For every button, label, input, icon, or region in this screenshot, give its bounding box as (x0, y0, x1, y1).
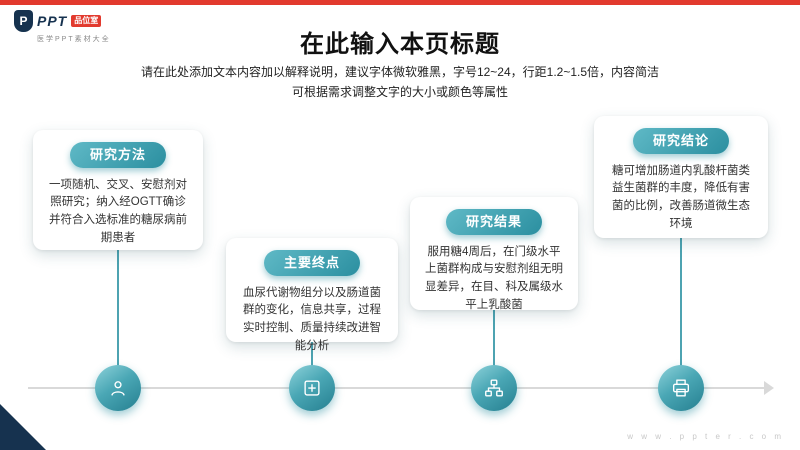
timeline-card-results: 研究结果 服用糖4周后，在门级水平上菌群构成与安慰剂组无明显差异，在目、科及属级… (410, 197, 578, 311)
timeline-card-conclusion: 研究结论 糖可增加肠道内乳酸杆菌类益生菌群的丰度，降低有害菌的比例，改善肠道微生… (594, 116, 768, 238)
corner-decoration (0, 404, 46, 450)
timeline-arrowhead-icon (764, 381, 774, 395)
printer-icon (672, 379, 690, 397)
top-accent-bar (0, 0, 800, 5)
org-chart-icon (485, 379, 503, 397)
site-watermark: w w w . p p t e r . c o m (627, 432, 784, 441)
page-subtitle: 请在此处添加文本内容加以解释说明，建议字体微软雅黑，字号12~24，行距1.2~… (0, 62, 800, 103)
brand-tagline: 医学PPT素材大全 (37, 36, 111, 43)
timeline-node-conclusion (658, 365, 704, 411)
brand-logo: P PPT 品位室 医学PPT素材大全 (14, 10, 111, 44)
connector-line (117, 250, 119, 370)
page-title: 在此输入本页标题 (300, 31, 500, 58)
researcher-icon (111, 381, 125, 396)
card-text: 糖可增加肠道内乳酸杆菌类益生菌群的丰度，降低有害菌的比例，改善肠道微生态环境 (612, 164, 750, 231)
card-badge: 研究方法 (70, 142, 166, 168)
timeline-node-methods (95, 365, 141, 411)
connector-line (311, 342, 313, 370)
brand-name: PPT (37, 13, 68, 29)
page-subtitle-line-2: 可根据需求调整文字的大小或颜色等属性 (291, 85, 508, 100)
card-text: 一项随机、交叉、安慰剂对照研究；纳入经OGTT确诊并符合入选标准的糖尿病前期患者 (49, 178, 187, 245)
card-badge: 研究结论 (633, 128, 729, 154)
plus-box-icon (304, 380, 320, 396)
timeline-card-endpoints: 主要终点 血尿代谢物组分以及肠道菌群的变化，信息共享，过程实时控制、质量持续改进… (226, 238, 398, 352)
timeline-axis (28, 387, 766, 389)
card-badge: 研究结果 (446, 209, 542, 235)
shield-logo-icon: P (14, 10, 33, 32)
timeline-card-methods: 研究方法 一项随机、交叉、安慰剂对照研究；纳入经OGTT确诊并符合入选标准的糖尿… (33, 130, 203, 250)
page-subtitle-line-1: 请在此处添加文本内容加以解释说明，建议字体微软雅黑，字号12~24，行距1.2~… (140, 65, 660, 79)
timeline-node-endpoints (289, 365, 335, 411)
card-text: 血尿代谢物组分以及肠道菌群的变化，信息共享，过程实时控制、质量持续改进智能分析 (243, 286, 381, 353)
card-badge: 主要终点 (264, 250, 360, 276)
brand-badge: 品位室 (71, 15, 102, 27)
timeline-node-results (471, 365, 517, 411)
connector-line (493, 310, 495, 370)
card-text: 服用糖4周后，在门级水平上菌群构成与安慰剂组无明显差异，在目、科及属级水平上乳酸… (425, 245, 563, 312)
connector-line (680, 238, 682, 370)
